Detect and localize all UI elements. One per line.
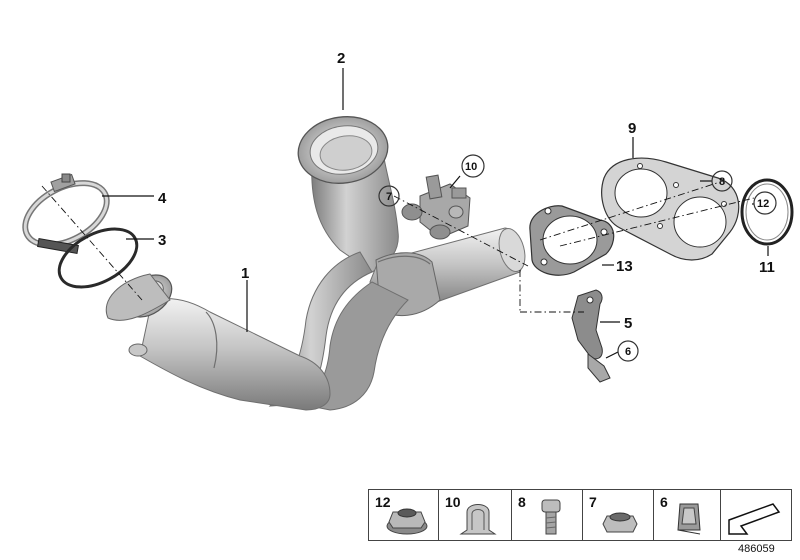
part-cell-6: 6 — [654, 490, 721, 540]
spring-clip-icon — [459, 504, 497, 535]
hex-flange-nut-icon — [386, 508, 428, 535]
callout-3: 3 — [158, 232, 166, 249]
hex-nut-icon — [602, 512, 638, 533]
callout-8: 8 — [719, 176, 725, 188]
gasket-plate-single — [529, 205, 615, 276]
gasket-plate-double — [601, 157, 740, 261]
part-cell-arrow — [721, 490, 791, 540]
drawing-number: 486059 — [738, 543, 775, 555]
part-cell-12: 12 — [369, 490, 439, 540]
callout-13: 13 — [616, 258, 633, 275]
callout-7: 7 — [386, 191, 392, 203]
direction-arrow-icon — [728, 503, 781, 535]
part-cell-label: 12 — [375, 494, 391, 510]
callout-10: 10 — [465, 161, 477, 173]
callout-4: 4 — [158, 190, 167, 207]
downpipe-assembly — [105, 116, 526, 411]
part-cell-label: 10 — [445, 494, 461, 510]
part-cell-label: 7 — [589, 494, 597, 510]
small-parts-strip: 12 10 8 7 6 — [368, 489, 792, 541]
callout-11: 11 — [759, 259, 775, 276]
sealing-ring-large — [740, 178, 794, 246]
callout-leaders — [102, 68, 769, 359]
callout-1: 1 — [241, 265, 249, 282]
part-cell-10: 10 — [439, 490, 512, 540]
v-band-clamp — [22, 173, 110, 254]
callout-9: 9 — [628, 120, 636, 137]
callout-6: 6 — [625, 346, 631, 358]
hex-socket-bolt-icon — [541, 499, 561, 535]
mounting-bracket — [571, 289, 611, 383]
part-cell-7: 7 — [583, 490, 654, 540]
callout-2: 2 — [337, 50, 345, 67]
callout-12: 12 — [757, 198, 769, 210]
part-cell-label: 8 — [518, 494, 526, 510]
callout-5: 5 — [624, 315, 632, 332]
speed-nut-clip-icon — [677, 503, 701, 535]
part-cell-label: 6 — [660, 494, 668, 510]
sealing-ring — [57, 227, 139, 289]
part-cell-8: 8 — [512, 490, 583, 540]
alignment-lines — [41, 181, 755, 313]
